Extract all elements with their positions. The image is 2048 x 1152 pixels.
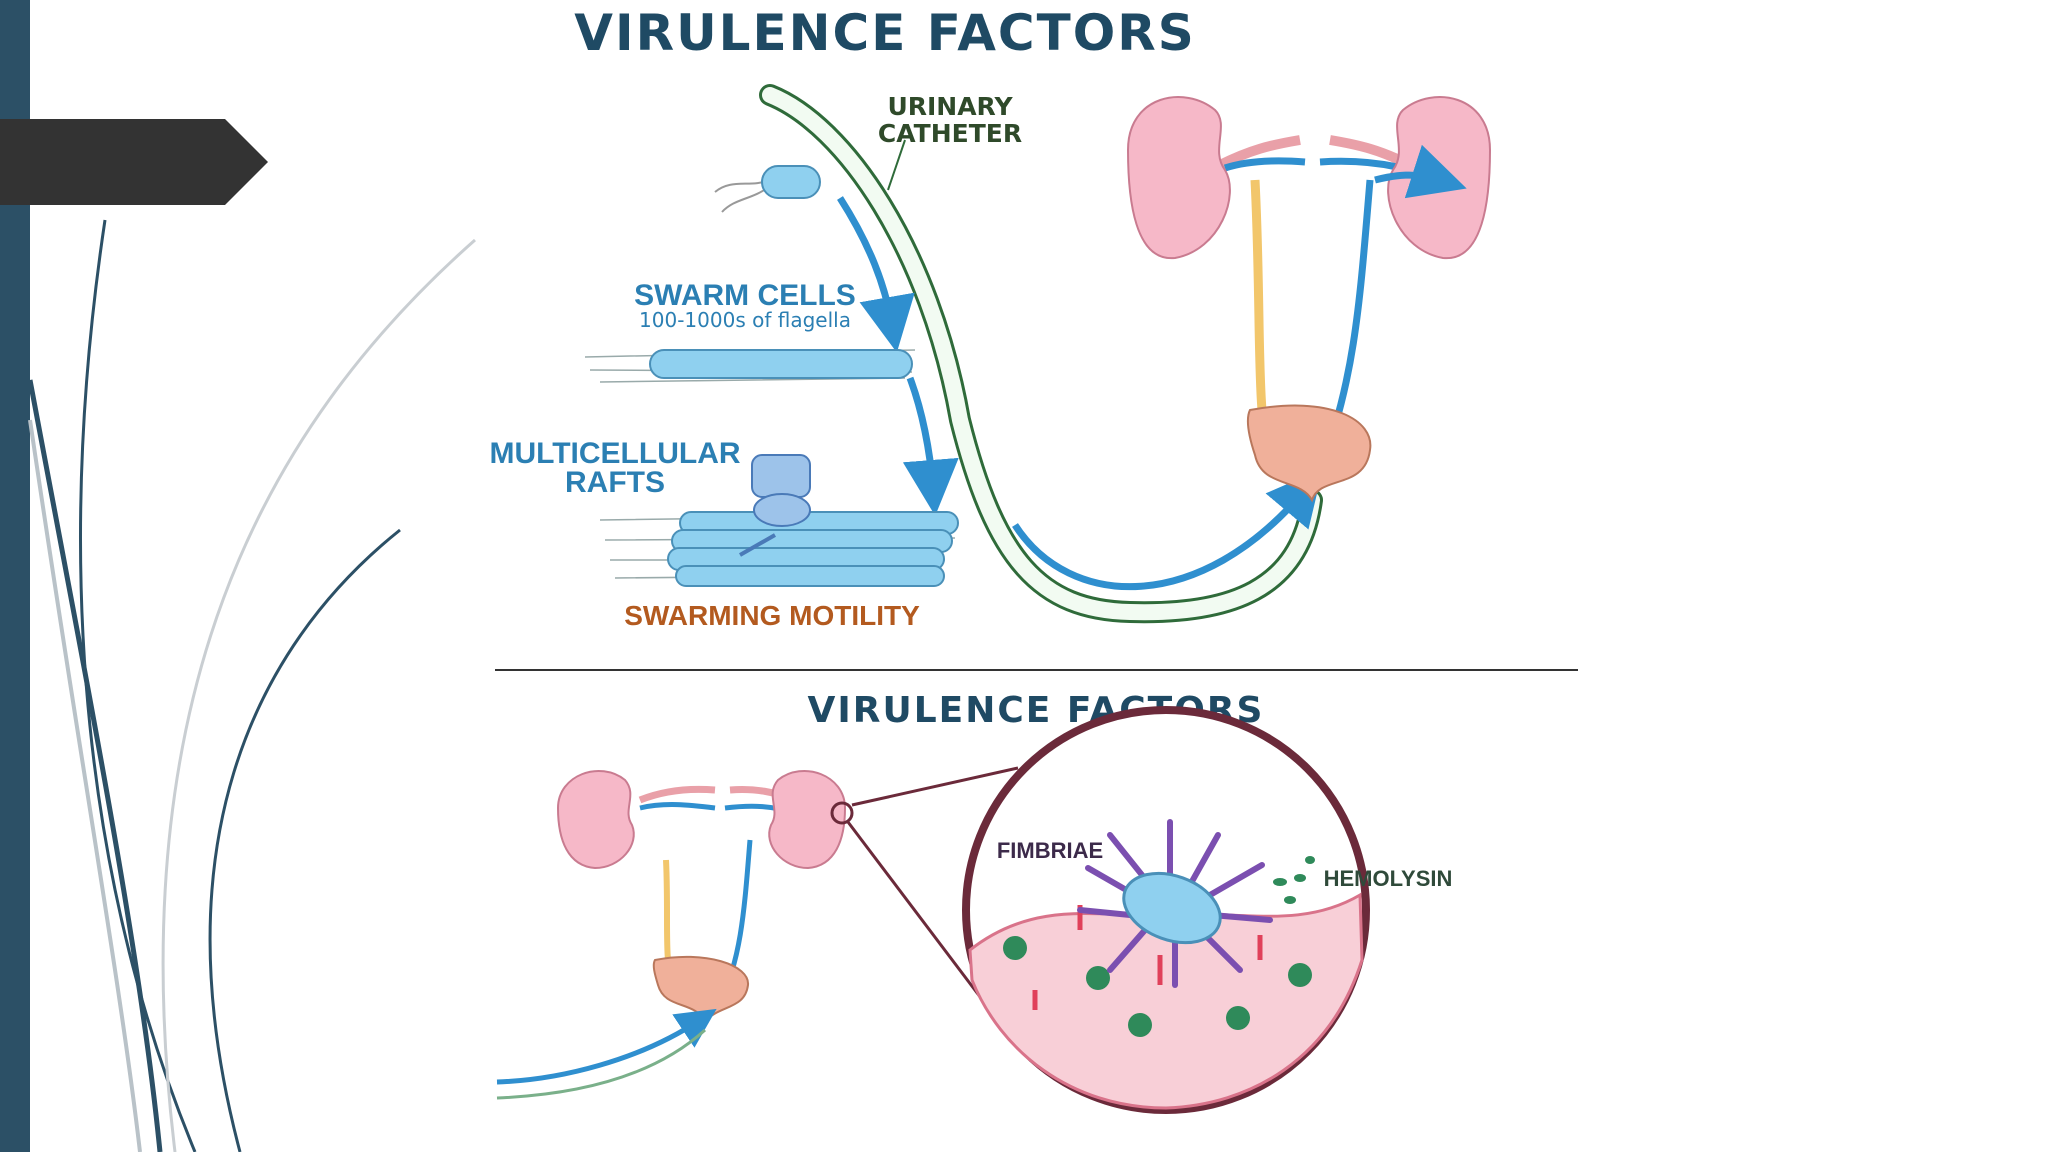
catheter-label-line2: CATHETER — [878, 119, 1022, 148]
hemolysin-label: HEMOLYSIN — [1324, 866, 1453, 891]
slide-tab-marker — [0, 119, 268, 205]
magnified-bladder-wall — [962, 706, 1370, 1114]
top-panel: VIRULENCE FACTORS URINARY CATHETER SWARM… — [489, 4, 1492, 631]
rafts-label-line2: RAFTS — [565, 466, 665, 499]
multicellular-raft — [599, 454, 959, 587]
decorative-swoosh-lines — [27, 219, 476, 1152]
fimbriae-label: FIMBRIAE — [997, 838, 1103, 863]
flagella-note: 100-1000s of flagella — [639, 308, 851, 332]
single-bacterium — [714, 165, 821, 213]
swarm-cell-elongated — [584, 349, 916, 383]
urinary-label-line1: URINARY — [887, 92, 1013, 121]
urinary-tract-bottom — [496, 770, 854, 1100]
motility-arrow-2 — [902, 376, 959, 516]
swarm-cells-label: SWARM CELLS — [634, 279, 856, 312]
bottom-panel: VIRULENCE FACTORS — [496, 690, 1453, 1114]
multicellular-label-line1: MULTICELLULAR — [489, 437, 740, 470]
motility-arrow-1 — [837, 196, 915, 353]
ascending-arrow-to-bladder — [1012, 468, 1324, 591]
urinary-tract-top — [1126, 96, 1492, 503]
top-panel-title: VIRULENCE FACTORS — [574, 4, 1195, 62]
swarming-motility-label: SWARMING MOTILITY — [624, 600, 920, 631]
ascending-arrow-bottom — [496, 1008, 717, 1085]
